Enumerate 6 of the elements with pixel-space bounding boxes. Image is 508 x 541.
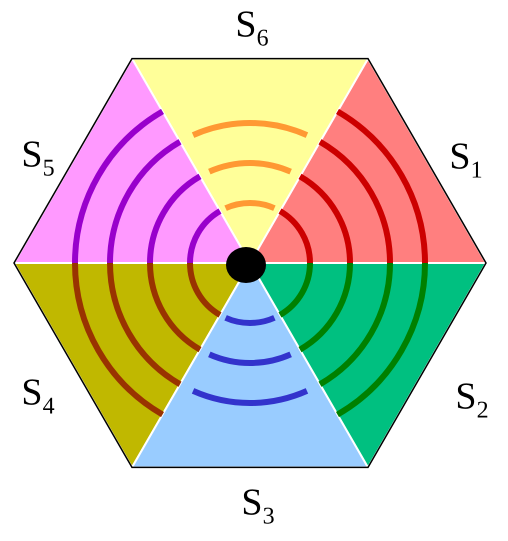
sector-label: S$_{2}$ — [455, 378, 489, 422]
sector-label: S$_{6}$ — [235, 6, 269, 50]
sector-label: S$_{5}$ — [21, 136, 55, 180]
sector-label: S$_{3}$ — [241, 484, 275, 528]
sector-label: S$_{4}$ — [21, 374, 55, 418]
sector-label: S$_{1}$ — [449, 138, 483, 182]
